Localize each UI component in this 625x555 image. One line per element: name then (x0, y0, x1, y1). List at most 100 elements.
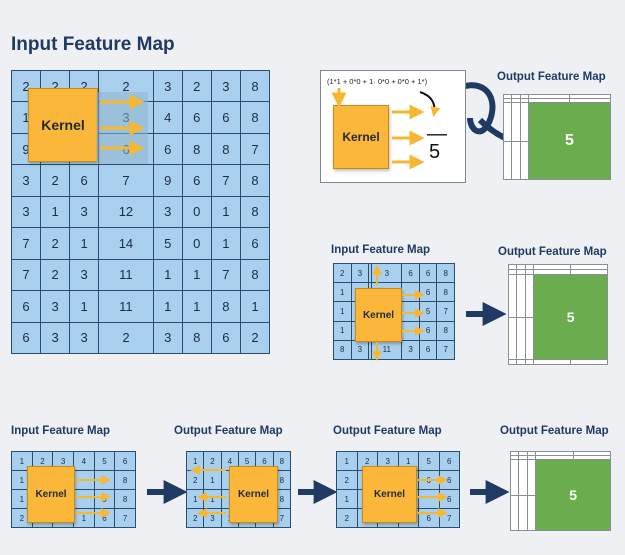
grid-cell: 6 (114, 451, 136, 471)
grid-cell (401, 301, 420, 322)
grid-cell: 6 (152, 132, 183, 166)
output-row (502, 98, 612, 104)
output-cell (568, 98, 612, 104)
output-cell (572, 455, 612, 461)
bottom-title-1: Input Feature Map (11, 425, 111, 437)
grid-cell: 3 (69, 195, 100, 229)
grid-cell: 8 (436, 320, 455, 341)
grid-cell: 11 (98, 290, 154, 323)
curved-navy-arrow (450, 82, 496, 135)
grid-cell: 1 (181, 258, 212, 292)
output-value-cell: 5 (527, 102, 612, 180)
grid-cell: 3 (152, 195, 183, 229)
bottom-kernel-3-label: Kernel (373, 489, 406, 500)
calc-kernel-label: Kernel (342, 130, 380, 144)
grid-cell: 6 (181, 164, 212, 197)
output-value-cell: 5 (533, 274, 608, 360)
grid-cell: 3 (69, 258, 100, 292)
grid-cell: 8 (239, 69, 271, 103)
grid-cell: 2 (203, 451, 222, 471)
grid-cell: 7 (10, 258, 42, 292)
kernel-label: Kernel (41, 117, 85, 133)
grid-cell: 3 (10, 164, 42, 197)
grid-cell: 7 (210, 258, 241, 292)
mid-kernel-label: Kernel (362, 309, 395, 321)
output-row (509, 494, 611, 532)
grid-cell: 0 (181, 227, 212, 260)
grid-cell: 7 (239, 132, 271, 166)
grid-cell: 7 (98, 164, 154, 197)
output-row (507, 269, 608, 275)
output-cell (519, 140, 529, 181)
bottom-kernel-2-label: Kernel (237, 489, 270, 500)
grid-cell: 6 (210, 101, 241, 134)
calculation-panel: (1*1 + 0*0 + 1· 0*0 + 0*0 + 1*) Kernel —… (320, 70, 466, 183)
grid-cell: 1 (203, 470, 222, 490)
output-row (507, 316, 608, 360)
output-cell (524, 359, 535, 365)
grid-cell: 1 (210, 195, 241, 229)
grid-cell: 8 (239, 258, 271, 292)
mid-kernel-block: Kernel (355, 288, 402, 342)
grid-cell: 12 (98, 195, 154, 229)
output-cell (570, 359, 608, 365)
main-title: Input Feature Map (11, 34, 175, 55)
grid-cell: 5 (152, 227, 183, 260)
grid-cell: 8 (239, 101, 271, 134)
grid-cell: 2 (239, 321, 271, 354)
grid-cell: 3 (210, 69, 241, 103)
bottom-title-3: Output Feature Map (333, 425, 442, 437)
grid-cell: 1 (333, 282, 352, 303)
grid-cell: 3 (152, 69, 183, 103)
output-feature-map-bottom: 5 (509, 450, 612, 532)
grid-cell: 7 (114, 508, 136, 528)
grid-cell: 8 (114, 470, 136, 490)
grid-cell: 6 (401, 262, 420, 284)
grid-cell: 3 (69, 321, 100, 354)
bottom-title-2: Output Feature Map (174, 425, 283, 437)
output-value-cell: 5 (535, 459, 611, 531)
grid-cell: 8 (114, 489, 136, 509)
output-row: 5 (509, 459, 611, 531)
grid-cell: 1 (333, 320, 352, 341)
output-cell (524, 269, 535, 275)
grid-cell: 1 (40, 195, 71, 229)
bottom-kernel-1-label: Kernel (35, 489, 67, 500)
grid-cell: 1 (152, 290, 183, 323)
grid-cell: 4 (152, 101, 183, 134)
grid-cell: 3 (350, 262, 370, 284)
calc-result: 5 (429, 141, 441, 163)
bottom-title-4: Output Feature Map (500, 425, 609, 437)
grid-cell (418, 489, 440, 509)
grid-cell: 6 (239, 227, 271, 260)
calc-kernel-block: Kernel (333, 105, 389, 169)
output-title-top: Output Feature Map (497, 71, 606, 83)
grid-cell: 3 (40, 321, 71, 354)
grid-cell: 3 (10, 195, 42, 229)
bottom-kernel-2: Kernel (229, 466, 278, 523)
grid-cell: 2 (181, 69, 212, 103)
grid-cell (368, 262, 373, 284)
output-row: 5 (507, 274, 608, 360)
grid-cell: 11 (98, 258, 154, 292)
grid-cell: 6 (210, 321, 241, 354)
output-feature-map-top: 5 (502, 93, 612, 181)
grid-cell: 6 (69, 164, 100, 197)
grid-cell: 1 (333, 301, 352, 322)
grid-cell: 2 (40, 227, 71, 260)
grid-cell: 1 (152, 258, 183, 292)
grid-cell: 8 (210, 290, 241, 323)
grid-cell: 6 (10, 290, 42, 323)
calculation-formula: (1*1 + 0*0 + 1· 0*0 + 0*0 + 1*) (327, 77, 428, 86)
grid-cell: 1 (336, 451, 358, 471)
